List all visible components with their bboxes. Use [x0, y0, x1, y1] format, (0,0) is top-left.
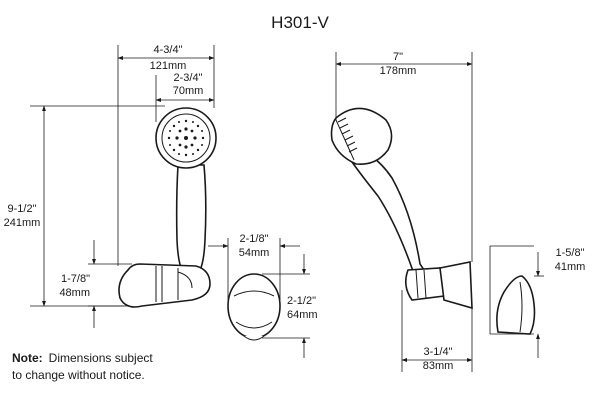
front-view [118, 107, 217, 308]
oval-width-in: 2-1/8" [240, 233, 269, 245]
total-width-mm: 121mm [150, 60, 187, 72]
side-width-mm: 178mm [380, 65, 417, 77]
side-width-in: 7" [393, 51, 403, 63]
total-width-in: 4-3/4" [154, 44, 183, 56]
side-view [330, 107, 536, 335]
head-width-mm: 70mm [173, 85, 204, 97]
front-dimension-lines [30, 45, 215, 328]
note-label: Note: [12, 351, 43, 365]
oval-view [227, 273, 281, 341]
base-depth-in: 3-1/4" [424, 346, 453, 358]
oval-dimension-lines [208, 238, 310, 358]
oval-height-in: 2-1/2" [287, 295, 316, 307]
clip-height-in: 1-5/8" [556, 247, 585, 259]
disclaimer-note: Note: Dimensions subject to change withou… [12, 351, 153, 382]
side-dimension-lines [335, 52, 544, 372]
oval-height-mm: 64mm [287, 309, 318, 321]
base-depth-mm: 83mm [423, 360, 454, 372]
note-line-2: to change without notice. [12, 368, 145, 382]
note-line-1: Dimensions subject [49, 351, 154, 365]
model-title: H301-V [271, 13, 329, 32]
clip-height-mm: 41mm [555, 261, 586, 273]
height-mm: 241mm [4, 217, 41, 229]
spray-nozzles [167, 119, 205, 157]
holder-height-mm: 48mm [59, 287, 90, 299]
oval-width-mm: 54mm [239, 247, 270, 259]
height-in: 9-1/2" [8, 203, 37, 215]
head-width-in: 2-3/4" [174, 72, 203, 84]
svg-text:Note:Dimensions subject: Note: Dimensions subject [12, 351, 153, 365]
holder-height-in: 1-7/8" [61, 273, 90, 285]
